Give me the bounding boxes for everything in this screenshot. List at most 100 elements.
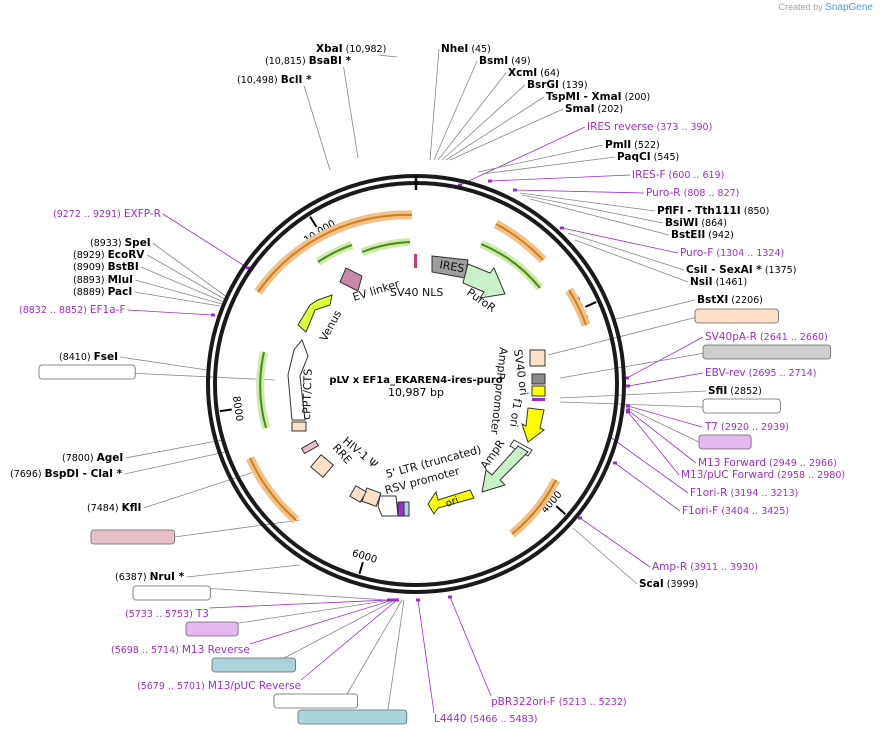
label-t3[interactable]: (5733 .. 5753) T3 bbox=[125, 608, 209, 620]
primer-mark bbox=[448, 595, 452, 599]
label-bsteii[interactable]: BstEII (942) bbox=[671, 229, 734, 241]
primer-name: Puro-F bbox=[680, 247, 713, 259]
label-bspdi[interactable]: (7696) BspDI - ClaI * bbox=[10, 468, 123, 480]
site-position: (8929) bbox=[73, 250, 108, 261]
site-name: BsrGI bbox=[527, 79, 559, 91]
label-exfp[interactable]: (9272 .. 9291) EXFP-R bbox=[53, 208, 161, 220]
label-text: TspMI - XmaI (200) bbox=[546, 91, 650, 103]
label-nsii[interactable]: NsiI (1461) bbox=[690, 276, 747, 288]
label-text: XcmI (64) bbox=[508, 67, 560, 79]
label-text: (5698 .. 5714) M13 Reverse bbox=[111, 644, 250, 656]
primer-mark bbox=[613, 461, 617, 465]
label-iresrev[interactable]: IRES reverse (373 .. 390) bbox=[587, 121, 712, 133]
label-paci[interactable]: (8889) PacI bbox=[73, 286, 132, 298]
label-m13forward[interactable]: M13 Forward (2949 .. 2966) bbox=[698, 457, 837, 469]
label-bcli[interactable]: (10,498) BclI * bbox=[237, 74, 312, 86]
leader-line-bsrgi bbox=[441, 84, 526, 161]
primer-mark bbox=[488, 179, 492, 183]
label-puror_p[interactable]: Puro-R (808 .. 827) bbox=[646, 187, 739, 199]
site-star: * bbox=[342, 55, 352, 67]
label-m13pucrev[interactable]: (5679 .. 5701) M13/pUC Reverse bbox=[137, 680, 301, 692]
label-sfii[interactable]: SfiI (2852) bbox=[708, 385, 762, 397]
label-cap[interactable]: CAP binding site bbox=[297, 709, 408, 725]
label-pmli[interactable]: PmlI (522) bbox=[605, 139, 660, 151]
label-scai[interactable]: ScaI (3999) bbox=[639, 578, 698, 590]
label-lacprom[interactable]: lac promoter bbox=[273, 693, 358, 709]
label-pflfi[interactable]: PflFI - Tth111I (850) bbox=[657, 205, 769, 217]
leader-line-bsmi bbox=[433, 60, 478, 161]
label-text: (8832 .. 8852) EF1a-F bbox=[19, 304, 126, 316]
label-l4440[interactable]: L4440 (5466 .. 5483) bbox=[434, 713, 537, 725]
label-t7[interactable]: T7 (2920 .. 2939) bbox=[704, 421, 789, 433]
leader-line-bspdi bbox=[124, 451, 226, 475]
label-m13puc[interactable]: M13/pUC Forward (2958 .. 2980) bbox=[681, 469, 845, 481]
label-f1orir[interactable]: F1ori-R (3194 .. 3213) bbox=[690, 487, 798, 499]
label-ampr_p[interactable]: Amp-R (3911 .. 3930) bbox=[652, 561, 758, 573]
label-bsmi[interactable]: BsmI (49) bbox=[479, 55, 531, 67]
label-paqci[interactable]: PaqCI (545) bbox=[617, 151, 679, 163]
label-ef1a[interactable]: EF-1α promoter bbox=[38, 364, 136, 380]
primer-name: F1ori-F bbox=[682, 505, 718, 517]
label-bstbi[interactable]: (8909) BstBI bbox=[73, 261, 139, 273]
label-ef1af[interactable]: (8832 .. 8852) EF1a-F bbox=[19, 304, 126, 316]
label-csii[interactable]: CsiI - SexAI * (1375) bbox=[686, 264, 796, 276]
site-name: SmaI bbox=[565, 103, 595, 115]
primer-range: (5698 .. 5714) bbox=[111, 645, 182, 656]
primer-range: (5733 .. 5753) bbox=[125, 609, 196, 620]
label-m13reverse[interactable]: (5698 .. 5714) M13 Reverse bbox=[111, 644, 250, 656]
site-name: PaqCI bbox=[617, 151, 651, 163]
label-nhei[interactable]: NheI (45) bbox=[441, 43, 491, 55]
label-m13rev[interactable]: M13 rev bbox=[185, 621, 239, 637]
label-kfli[interactable]: (7484) KflI bbox=[87, 502, 141, 514]
label-ltr3[interactable]: 3' LTR (ΔU3) bbox=[694, 308, 779, 324]
leader-line-iresf bbox=[489, 174, 631, 182]
label-nrui[interactable]: (6387) NruI * bbox=[115, 571, 185, 583]
primer-name: M13/pUC Forward bbox=[681, 469, 774, 481]
label-text: EBV-rev (2695 .. 2714) bbox=[705, 367, 817, 379]
site-name: PflFI bbox=[657, 205, 684, 217]
label-ebvrev[interactable]: EBV-rev (2695 .. 2714) bbox=[705, 367, 817, 379]
feature-box bbox=[38, 364, 136, 380]
label-agei[interactable]: (7800) AgeI bbox=[62, 452, 123, 464]
label-xcmi[interactable]: XcmI (64) bbox=[508, 67, 560, 79]
primer-mark bbox=[626, 410, 630, 414]
label-purof[interactable]: Puro-F (1304 .. 1324) bbox=[680, 247, 784, 259]
label-bsabi[interactable]: (10,815) BsaBI * bbox=[265, 55, 352, 67]
label-lacop[interactable]: lac operator bbox=[211, 657, 296, 673]
label-pbr[interactable]: pBR322ori-F (5213 .. 5232) bbox=[491, 696, 627, 708]
leader-line-bstxi bbox=[611, 299, 696, 321]
label-ecorv[interactable]: (8929) EcoRV bbox=[73, 249, 145, 261]
label-spei[interactable]: (8933) SpeI bbox=[90, 237, 151, 249]
label-bsrgi[interactable]: BsrGI (139) bbox=[527, 79, 588, 91]
label-xbai[interactable]: XbaI (10,982) bbox=[316, 43, 386, 55]
label-iresf[interactable]: IRES-F (600 .. 619) bbox=[632, 169, 724, 181]
label-m13fwd[interactable]: M13 fwd bbox=[698, 434, 752, 450]
inner-label-sv40ori: SV40 ori bbox=[511, 349, 530, 397]
label-gp41[interactable]: gp41 peptide bbox=[90, 529, 175, 545]
label-text: (7800) AgeI bbox=[62, 452, 123, 464]
label-text: F1ori-R (3194 .. 3213) bbox=[690, 487, 798, 499]
label-bsiwi[interactable]: BsiWI (864) bbox=[665, 217, 727, 229]
leader-line-m13forward bbox=[627, 409, 697, 464]
label-t3prom[interactable]: T3 promoter bbox=[132, 585, 211, 601]
label-smai[interactable]: SmaI (202) bbox=[565, 103, 623, 115]
primer-mark bbox=[560, 226, 564, 230]
label-sv40pa[interactable]: SV40pA-R (2641 .. 2660) bbox=[705, 331, 828, 343]
primer-name: T7 bbox=[704, 421, 718, 433]
label-text: (5733 .. 5753) T3 bbox=[125, 608, 209, 620]
label-sv40polya[interactable]: SV40 poly(A) signal bbox=[702, 344, 832, 360]
label-fsei[interactable]: (8410) FseI bbox=[59, 351, 118, 363]
plasmid-backbone bbox=[206, 174, 626, 594]
label-mlui[interactable]: (8893) MluI bbox=[73, 274, 133, 286]
primer-name: IRES reverse bbox=[587, 121, 654, 133]
label-t7prom[interactable]: T7 promoter bbox=[702, 398, 781, 414]
label-tspmi[interactable]: TspMI - XmaI (200) bbox=[546, 91, 650, 103]
label-bstxi[interactable]: BstXI (2206) bbox=[697, 294, 763, 306]
label-f1orif[interactable]: F1ori-F (3404 .. 3425) bbox=[682, 505, 789, 517]
site-position: (64) bbox=[537, 68, 560, 79]
site-position: (10,982) bbox=[343, 44, 387, 55]
site-name: BstBI bbox=[108, 261, 139, 273]
leader-line-xbai bbox=[378, 54, 398, 58]
primer-range: (5679 .. 5701) bbox=[137, 681, 208, 692]
site-name: NheI bbox=[441, 43, 468, 55]
